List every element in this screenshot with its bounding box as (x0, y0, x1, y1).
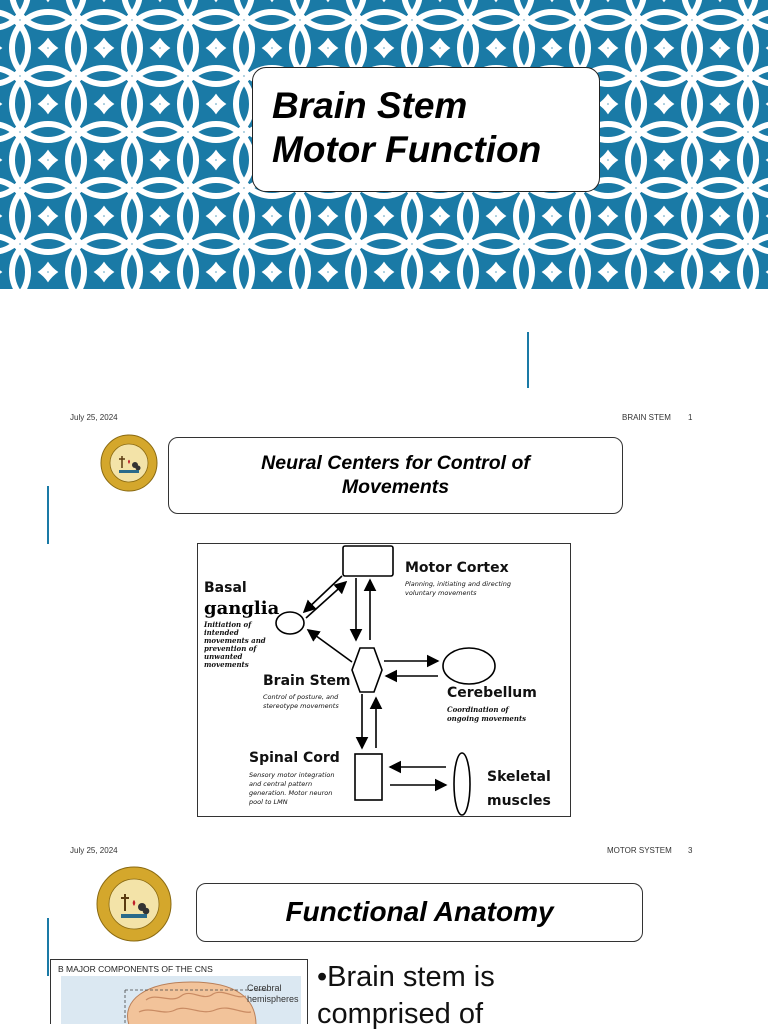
cerebellum-desc-2: ongoing movements (447, 714, 527, 723)
slide-title-box: Neural Centers for Control of Movements (168, 437, 623, 514)
figure-label: Cerebral hemispheres (247, 983, 299, 1005)
skeletal-muscle-node (453, 752, 471, 816)
motor-cortex-desc-2: voluntary movements (405, 589, 477, 597)
slide-title-line-2: Movements (341, 476, 450, 498)
motor-control-diagram: Motor Cortex Planning, initiating and di… (197, 543, 571, 817)
title-box: Brain Stem Motor Function (252, 67, 600, 192)
ganglia-label: ganglia (204, 598, 280, 619)
slide-date: July 25, 2024 (70, 413, 118, 422)
university-seal-logo (100, 434, 158, 492)
diagram-shapes (275, 545, 496, 816)
title-line-1: Brain Stem (272, 85, 468, 126)
basal-label: Basal (204, 580, 247, 596)
slide-section: MOTOR SYSTEM (607, 846, 672, 855)
accent-line (47, 486, 49, 544)
figure-title: B MAJOR COMPONENTS OF THE CNS (58, 964, 213, 974)
basal-ganglia-node (275, 611, 305, 635)
brain-stem-desc-1: Control of posture, and (263, 693, 339, 701)
basal-desc-2: intended (204, 628, 239, 637)
brain-stem-node (351, 647, 383, 693)
basal-desc-3: movements and (204, 636, 266, 645)
figure-label-line-1: Cerebral (247, 983, 282, 993)
slide-title-box: Functional Anatomy (196, 883, 643, 942)
spinal-cord-node (354, 753, 383, 801)
university-seal-logo (96, 866, 172, 942)
title-slide-banner: Brain Stem Motor Function (0, 0, 768, 289)
spinal-desc-1: Sensory motor integration (249, 771, 335, 779)
motor-cortex-desc-1: Planning, initiating and directing (405, 580, 511, 588)
spinal-desc-3: generation. Motor neuron (249, 789, 333, 797)
spinal-desc-2: and central pattern (249, 780, 313, 788)
motor-cortex-label: Motor Cortex (405, 560, 509, 576)
motor-cortex-node (342, 545, 394, 577)
brain-illustration (61, 976, 301, 1024)
diagram-arrows (302, 575, 448, 792)
brain-stem-desc-2: stereotype movements (263, 702, 339, 710)
spinal-desc-4: pool to LMN (249, 798, 288, 806)
bullet-line-2: comprised of (317, 998, 484, 1030)
accent-line (527, 332, 529, 388)
basal-desc-4: prevention of (204, 644, 257, 653)
figure-label-line-2: hemispheres (247, 994, 299, 1004)
title-line-2: Motor Function (272, 129, 542, 170)
bullet-line-1: •Brain stem is (317, 961, 495, 993)
skeletal-label: Skeletal (487, 769, 551, 785)
slide-title-line-1: Neural Centers for Control of (261, 452, 530, 474)
bullet-text: •Brain stem is comprised of (317, 959, 495, 1033)
basal-desc-6: movements (204, 660, 249, 669)
slide-date: July 25, 2024 (70, 846, 118, 855)
slide-title-text: Functional Anatomy (285, 896, 554, 927)
muscles-label: muscles (487, 793, 551, 809)
brain-stem-label: Brain Stem (263, 673, 351, 689)
cerebellum-label: Cerebellum (447, 685, 537, 701)
slide-page-number: 1 (688, 413, 693, 422)
cerebellum-node (442, 647, 496, 685)
slide-section: BRAIN STEM (622, 413, 671, 422)
accent-line (47, 918, 49, 976)
cerebellum-desc-1: Coordination of (447, 705, 509, 714)
basal-desc-1: Initiation of (204, 620, 252, 629)
slide-page-number: 3 (688, 846, 693, 855)
basal-desc-5: unwanted (204, 652, 243, 661)
spinal-cord-label: Spinal Cord (249, 750, 340, 766)
cns-components-figure: B MAJOR COMPONENTS OF THE CNS Cerebral h… (50, 959, 308, 1024)
